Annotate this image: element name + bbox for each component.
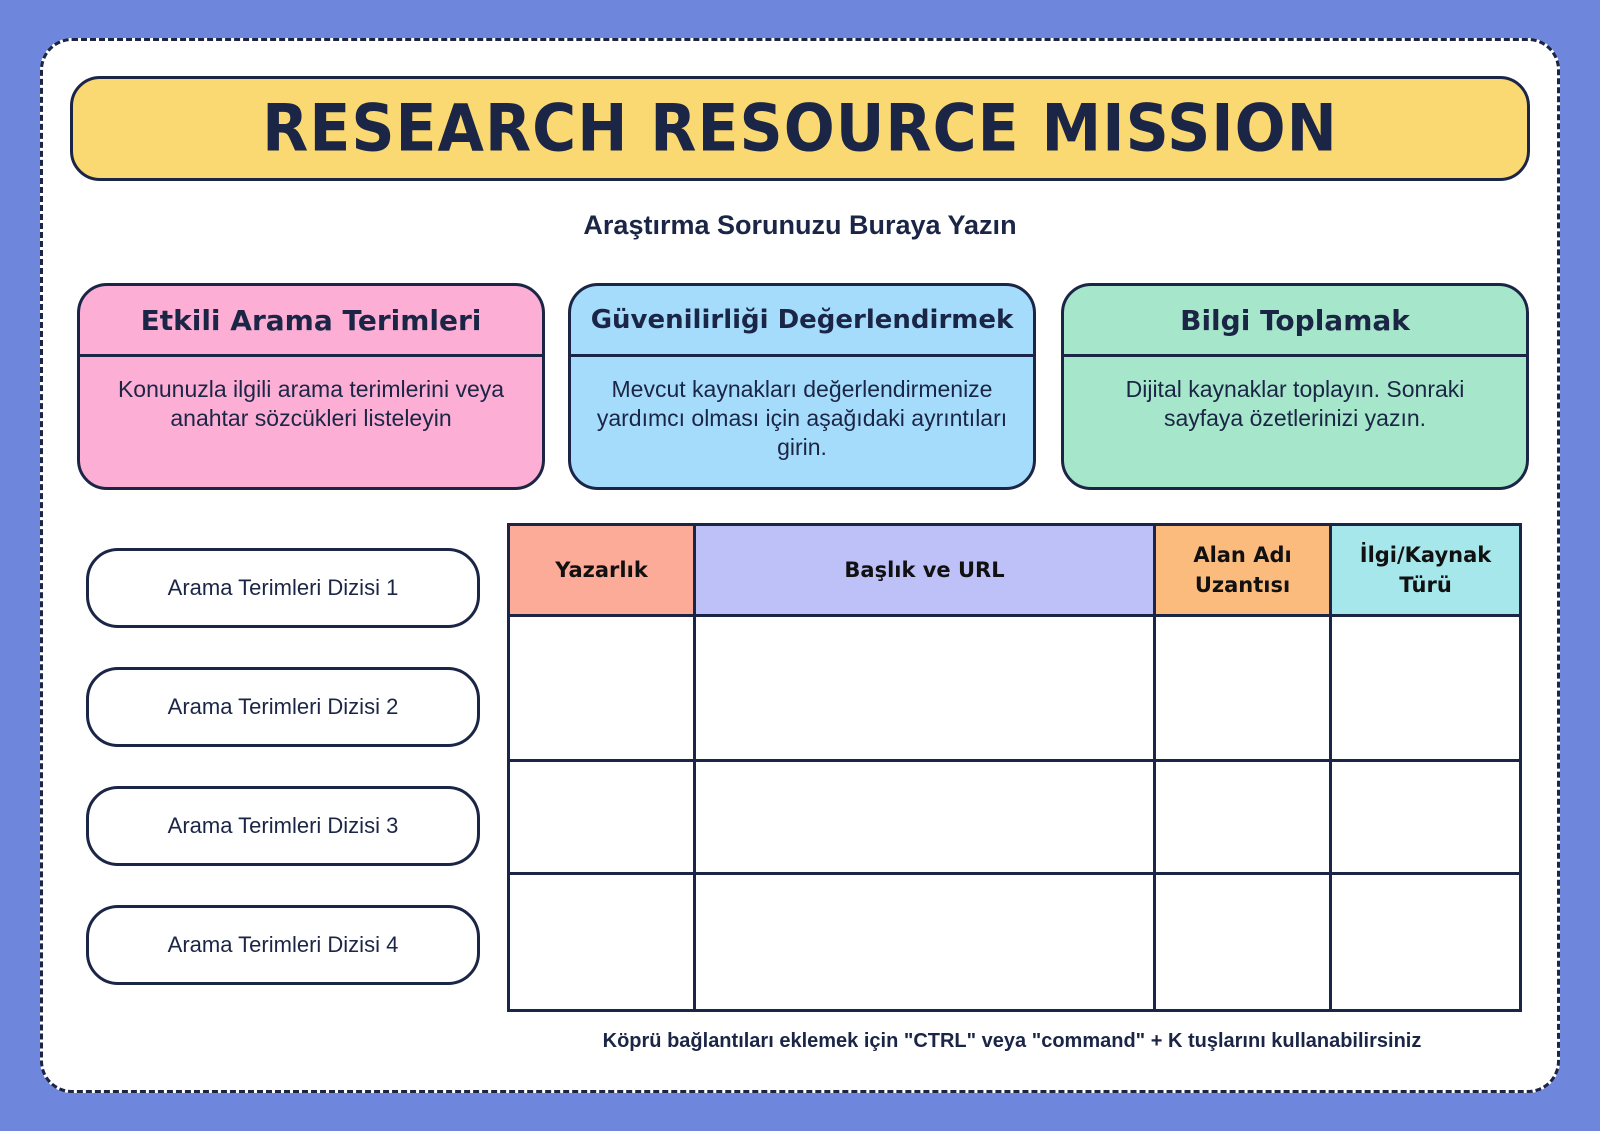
credibility-box: Güvenilirliği Değerlendirmek Mevcut kayn… (568, 283, 1036, 490)
header-title-url: Başlık ve URL (693, 523, 1156, 617)
credibility-instructions: Mevcut kaynakları değerlendirmenize yard… (596, 376, 1008, 460)
search-terms-box: Etkili Arama Terimleri Konunuzla ilgili … (77, 283, 545, 490)
table-row (507, 614, 1522, 762)
table-cell[interactable] (693, 759, 1156, 875)
header-domain-extension: Alan Adı Uzantısı (1153, 523, 1332, 617)
table-cell[interactable] (1153, 872, 1332, 1012)
table-cell[interactable] (693, 872, 1156, 1012)
search-set-1-field[interactable]: Arama Terimleri Dizisi 1 (86, 548, 480, 628)
table-cell[interactable] (1329, 872, 1522, 1012)
table-cell[interactable] (1153, 759, 1332, 875)
table-header-row: Yazarlık Başlık ve URL Alan Adı Uzantısı… (507, 523, 1522, 617)
header-relevance-source-type: İlgi/Kaynak Türü (1329, 523, 1522, 617)
page-title: RESEARCH RESOURCE MISSION (262, 90, 1338, 167)
table-cell[interactable] (1329, 759, 1522, 875)
header-authorship: Yazarlık (507, 523, 696, 617)
search-terms-heading: Etkili Arama Terimleri (80, 286, 542, 357)
credibility-heading: Güvenilirliği Değerlendirmek (571, 286, 1033, 357)
gather-info-heading: Bilgi Toplamak (1064, 286, 1526, 357)
table-cell[interactable] (693, 614, 1156, 762)
table-cell[interactable] (1329, 614, 1522, 762)
search-set-4-field[interactable]: Arama Terimleri Dizisi 4 (86, 905, 480, 985)
table-row (507, 759, 1522, 875)
research-question-prompt[interactable]: Araştırma Sorunuzu Buraya Yazın (583, 210, 1017, 240)
table-cell[interactable] (1153, 614, 1332, 762)
gather-info-instructions: Dijital kaynaklar toplayın. Sonraki sayf… (1125, 376, 1465, 431)
title-banner: RESEARCH RESOURCE MISSION (70, 76, 1530, 181)
search-set-2-field[interactable]: Arama Terimleri Dizisi 2 (86, 667, 480, 747)
table-cell[interactable] (507, 614, 696, 762)
search-terms-instructions: Konunuzla ilgili arama terimlerini veya … (117, 376, 505, 431)
search-set-3-field[interactable]: Arama Terimleri Dizisi 3 (86, 786, 480, 866)
source-evaluation-table: Yazarlık Başlık ve URL Alan Adı Uzantısı… (507, 523, 1522, 1012)
table-row (507, 872, 1522, 1012)
gather-info-box: Bilgi Toplamak Dijital kaynaklar toplayı… (1061, 283, 1529, 490)
table-cell[interactable] (507, 759, 696, 875)
hyperlink-tip: Köprü bağlantıları eklemek için "CTRL" v… (602, 1030, 1422, 1052)
table-cell[interactable] (507, 872, 696, 1012)
